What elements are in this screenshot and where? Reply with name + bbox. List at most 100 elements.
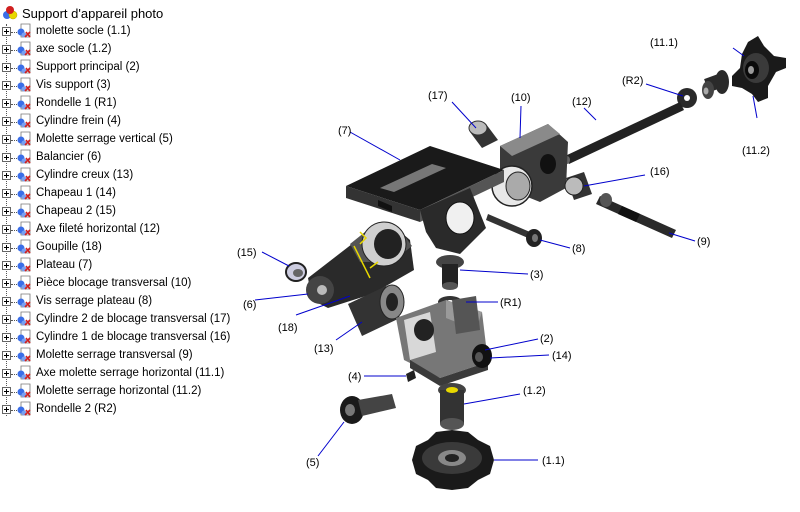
expand-icon[interactable] — [2, 261, 11, 270]
tree-item-label: axe socle (1.2) — [36, 43, 112, 55]
expand-icon[interactable] — [2, 297, 11, 306]
part-axe-molette — [702, 70, 729, 99]
part-icon — [17, 131, 31, 146]
part-axe-filete — [564, 102, 684, 164]
expand-icon[interactable] — [2, 387, 11, 396]
part-molette-serrage-horizontal — [732, 36, 786, 102]
expand-icon[interactable] — [2, 117, 11, 126]
callout-6: (6) — [243, 299, 256, 311]
tree-item-label: Plateau (7) — [36, 259, 93, 271]
part-cylindre-frein — [406, 370, 416, 382]
tree-item-label: Goupille (18) — [36, 241, 102, 253]
part-vis-serrage-plateau — [486, 214, 542, 247]
callout-18: (18) — [278, 322, 298, 334]
expand-icon[interactable] — [2, 315, 11, 324]
expand-icon[interactable] — [2, 225, 11, 234]
tree-item-label: Balancier (6) — [36, 151, 102, 163]
tree-item-label: Rondelle 1 (R1) — [36, 97, 117, 109]
expand-icon[interactable] — [2, 81, 11, 90]
part-chapeau-2 — [285, 262, 307, 282]
expand-icon[interactable] — [2, 333, 11, 342]
callout-8: (8) — [572, 243, 585, 255]
tree-item-label: Molette serrage horizontal (11.2) — [36, 385, 202, 397]
tree-item-label: Vis support (3) — [36, 79, 111, 91]
expand-icon[interactable] — [2, 207, 11, 216]
callout-3: (3) — [530, 269, 543, 281]
part-icon — [17, 383, 31, 398]
part-icon — [17, 221, 31, 236]
tree-item-label: Molette serrage vertical (5) — [36, 133, 173, 145]
part-icon — [17, 257, 31, 272]
part-molette-socle — [412, 430, 494, 490]
tree-item-label: Pièce blocage transversal (10) — [36, 277, 192, 289]
callout-R2: (R2) — [622, 75, 643, 87]
expand-icon[interactable] — [2, 171, 11, 180]
part-vis-support — [436, 255, 464, 290]
part-rondelle-2 — [677, 88, 697, 108]
part-cylindre-creux — [348, 284, 405, 336]
tree-item-label: Chapeau 2 (15) — [36, 205, 116, 217]
part-chapeau-1 — [472, 344, 492, 368]
callout-12: (12) — [572, 96, 592, 108]
part-molette-serrage-transversal — [596, 193, 676, 238]
part-icon — [17, 185, 31, 200]
tree-item-label: Cylindre frein (4) — [36, 115, 121, 127]
part-icon — [17, 113, 31, 128]
callout-1-2: (1.2) — [523, 385, 546, 397]
expand-icon[interactable] — [2, 27, 11, 36]
tree-item-label: Cylindre creux (13) — [36, 169, 134, 181]
expand-icon[interactable] — [2, 279, 11, 288]
callout-5: (5) — [306, 457, 319, 469]
part-icon — [17, 275, 31, 290]
tree-item-label: Support principal (2) — [36, 61, 140, 73]
callout-16: (16) — [650, 166, 670, 178]
callout-10: (10) — [511, 92, 531, 104]
product-icon — [3, 6, 18, 20]
part-icon — [17, 311, 31, 326]
tree-item-label: Chapeau 1 (14) — [36, 187, 116, 199]
part-icon — [17, 365, 31, 380]
tree-item-label: Molette serrage transversal (9) — [36, 349, 193, 361]
callout-4: (4) — [348, 371, 361, 383]
expand-icon[interactable] — [2, 369, 11, 378]
part-icon — [17, 59, 31, 74]
callout-1-1: (1.1) — [542, 455, 565, 467]
part-molette-serrage-vertical — [340, 394, 396, 424]
callout-14: (14) — [552, 350, 572, 362]
tree-root[interactable]: Support d'appareil photo — [2, 2, 163, 24]
callout-17: (17) — [428, 90, 448, 102]
part-cylindre-2-blocage — [468, 120, 498, 148]
expand-icon[interactable] — [2, 189, 11, 198]
part-icon — [17, 329, 31, 344]
specification-tree: Support d'appareil photo molette socle (… — [0, 0, 240, 512]
callout-2: (2) — [540, 333, 553, 345]
callout-11-1: (11.1) — [650, 37, 678, 49]
part-icon — [17, 41, 31, 56]
tree-root-label: Support d'appareil photo — [22, 5, 164, 21]
expand-icon[interactable] — [2, 99, 11, 108]
expand-icon[interactable] — [2, 351, 11, 360]
part-icon — [17, 293, 31, 308]
part-support-principal — [396, 296, 488, 386]
tree-item-label: Cylindre 2 de blocage transversal (17) — [36, 313, 231, 325]
leader-lines — [254, 47, 758, 461]
expand-icon[interactable] — [2, 135, 11, 144]
part-piece-blocage-transversal — [491, 124, 568, 207]
tree-item-label: molette socle (1.1) — [36, 25, 131, 37]
part-plateau — [346, 146, 504, 254]
part-icon — [17, 167, 31, 182]
callout-7: (7) — [338, 125, 351, 137]
part-cylindre-1-blocage — [564, 172, 592, 200]
part-icon — [17, 95, 31, 110]
expand-icon[interactable] — [2, 243, 11, 252]
part-axe-socle — [438, 383, 466, 430]
expand-icon[interactable] — [2, 45, 11, 54]
callout-9: (9) — [697, 236, 710, 248]
expand-icon[interactable] — [2, 153, 11, 162]
part-icon — [17, 77, 31, 92]
expand-icon[interactable] — [2, 405, 11, 414]
part-icon — [17, 149, 31, 164]
callout-R1: (R1) — [500, 297, 521, 309]
expand-icon[interactable] — [2, 63, 11, 72]
